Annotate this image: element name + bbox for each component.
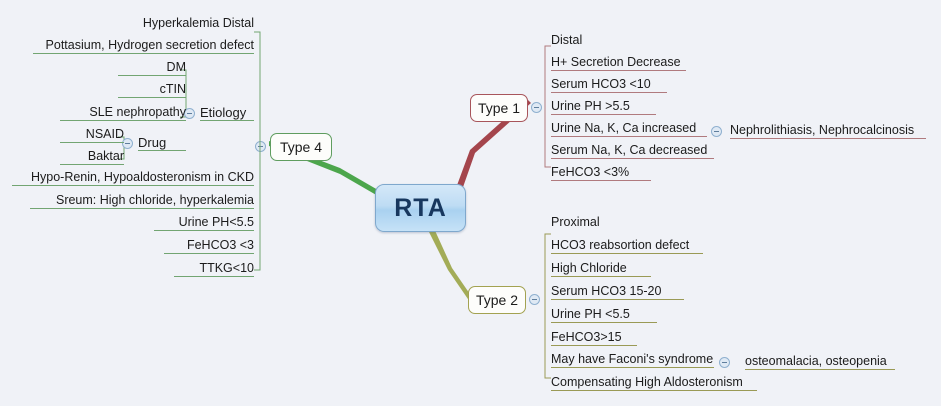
leaf-type1-2[interactable]: Serum HCO3 <10 [551,77,667,93]
leaf-type2-0[interactable]: Proximal [551,215,600,229]
collapse-toggle-type1-note[interactable] [711,126,722,137]
root-node-label: RTA [394,193,447,222]
leaf-type1-5[interactable]: Serum Na, K, Ca decreased [551,143,714,159]
branch-node-type4-label: Type 4 [279,139,323,155]
leaf-etiology-1[interactable]: cTIN [118,82,186,98]
leaf-type2-5[interactable]: FeHCO3>15 [551,330,637,346]
subnode-drug[interactable]: Drug [138,135,186,151]
leaf-type4-7[interactable]: TTKG<10 [174,261,254,277]
leaf-etiology-0[interactable]: DM [118,60,186,76]
branch-node-type4[interactable]: Type 4 [270,133,332,161]
note-type1-nephrolithiasis[interactable]: Nephrolithiasis, Nephrocalcinosis [730,123,926,139]
branch-node-type1-label: Type 1 [477,100,521,116]
leaf-etiology-2[interactable]: SLE nephropathy [60,105,186,121]
leaf-type4-4[interactable]: Sreum: High chloride, hyperkalemia [30,193,254,209]
branch-node-type2-label: Type 2 [475,292,519,308]
leaf-type2-1[interactable]: HCO3 reabsortion defect [551,238,703,254]
root-node[interactable]: RTA [375,184,466,232]
leaf-type1-3[interactable]: Urine PH >5.5 [551,99,656,115]
collapse-toggle-type2-note[interactable] [719,357,730,368]
leaf-drug-1[interactable]: Baktar [60,149,124,165]
leaf-type4-6[interactable]: FeHCO3 <3 [164,238,254,254]
connector-type2 [426,224,474,302]
leaf-type4-0[interactable]: Hyperkalemia Distal [142,16,254,30]
leaf-drug-0[interactable]: NSAID [60,127,124,143]
collapse-toggle-type2[interactable] [529,294,540,305]
leaf-type1-1[interactable]: H+ Secretion Decrease [551,55,686,71]
leaf-type1-4[interactable]: Urine Na, K, Ca increased [551,121,707,137]
collapse-toggle-etiology[interactable] [184,108,195,119]
leaf-type4-3[interactable]: Hypo-Renin, Hypoaldosteronism in CKD [12,170,254,186]
collapse-toggle-type1[interactable] [531,102,542,113]
leaf-type1-6[interactable]: FeHCO3 <3% [551,165,651,181]
leaf-type4-5[interactable]: Urine PH<5.5 [154,215,254,231]
leaf-type2-7[interactable]: Compensating High Aldosteronism [551,375,757,391]
branch-node-type1[interactable]: Type 1 [470,94,528,122]
branch-node-type2[interactable]: Type 2 [468,286,526,314]
leaf-type2-2[interactable]: High Chloride [551,261,651,277]
leaf-type2-6[interactable]: May have Faconi's syndrome [551,352,714,368]
collapse-toggle-type4[interactable] [255,141,266,152]
leaf-type2-3[interactable]: Serum HCO3 15-20 [551,284,684,300]
leaf-type4-1[interactable]: Pottasium, Hydrogen secretion defect [33,38,254,54]
subnode-etiology[interactable]: Etiology [200,105,254,121]
leaf-type1-0[interactable]: Distal [551,33,583,47]
note-type2-osteomalacia[interactable]: osteomalacia, osteopenia [745,354,895,370]
collapse-toggle-drug[interactable] [122,138,133,149]
leaf-type2-4[interactable]: Urine PH <5.5 [551,307,657,323]
